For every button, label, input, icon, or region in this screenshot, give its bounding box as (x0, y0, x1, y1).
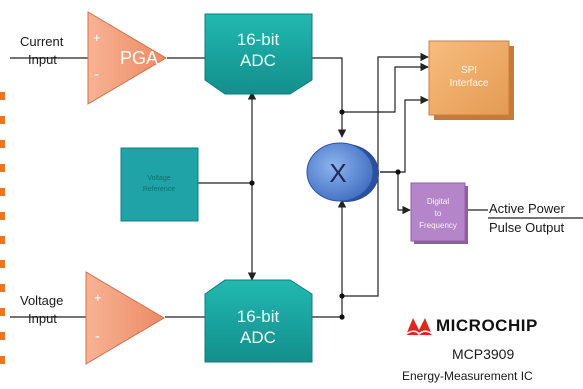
voltage-input-label-line1: Voltage (20, 293, 64, 308)
multiplier-block: X (306, 142, 379, 202)
adc-top-line1: 16-bit (237, 30, 280, 49)
edge-tick (0, 116, 5, 124)
voltage-amplifier: + - (85, 271, 165, 365)
reference-line1: Voltage (147, 175, 170, 182)
adc-top-line2: ADC (240, 51, 276, 70)
adc-bottom-block: 16-bit ADC (204, 279, 313, 363)
amp-minus-sign: - (95, 328, 100, 345)
dtf-line3: Frequency (419, 221, 457, 230)
dtf-line1: Digital (427, 197, 449, 206)
edge-tick (0, 188, 5, 196)
pga-amplifier: PGA + - (87, 11, 167, 105)
multiplier-symbol: X (329, 158, 346, 188)
edge-tick (0, 260, 5, 268)
adc-top-block: 16-bit ADC (204, 13, 313, 95)
current-input-label-line1: Current (20, 34, 64, 49)
edge-tick (0, 164, 5, 172)
junction-dots (249, 109, 401, 320)
voltage-reference-block: Voltage Reference (120, 147, 199, 222)
edge-tick (0, 332, 5, 340)
edge-tick (0, 140, 5, 148)
edge-tick (0, 92, 5, 100)
digital-to-frequency-block: Digital to Frequency (410, 182, 468, 244)
active-power-label: Active Power (489, 201, 565, 216)
spi-line1: SPI (461, 65, 477, 76)
spi-line2: Interface (450, 78, 489, 89)
microchip-logo-icon (403, 318, 435, 337)
part-subtitle: Energy-Measurement IC (402, 369, 533, 383)
current-input-label-line2: Input (28, 52, 57, 67)
edge-tick (0, 212, 5, 220)
reference-line2: Reference (143, 186, 175, 193)
edge-tick (0, 356, 5, 364)
dtf-line2: to (435, 209, 442, 218)
edge-tick (0, 308, 5, 316)
edge-tick (0, 236, 5, 244)
part-number: MCP3909 (452, 346, 515, 362)
pga-label: PGA (120, 48, 158, 68)
pulse-output-label: Pulse Output (489, 220, 565, 235)
voltage-input-label-line2: Input (28, 311, 57, 326)
pga-minus-sign: - (94, 66, 99, 83)
pga-plus-sign: + (93, 30, 101, 45)
amp-plus-sign: + (94, 290, 102, 305)
microchip-logo-text: MICROCHIP (436, 316, 538, 335)
adc-bottom-line2: ADC (240, 328, 276, 347)
adc-bottom-line1: 16-bit (237, 307, 280, 326)
spi-interface-block: SPI Interface (428, 40, 514, 120)
edge-tick (0, 284, 5, 292)
